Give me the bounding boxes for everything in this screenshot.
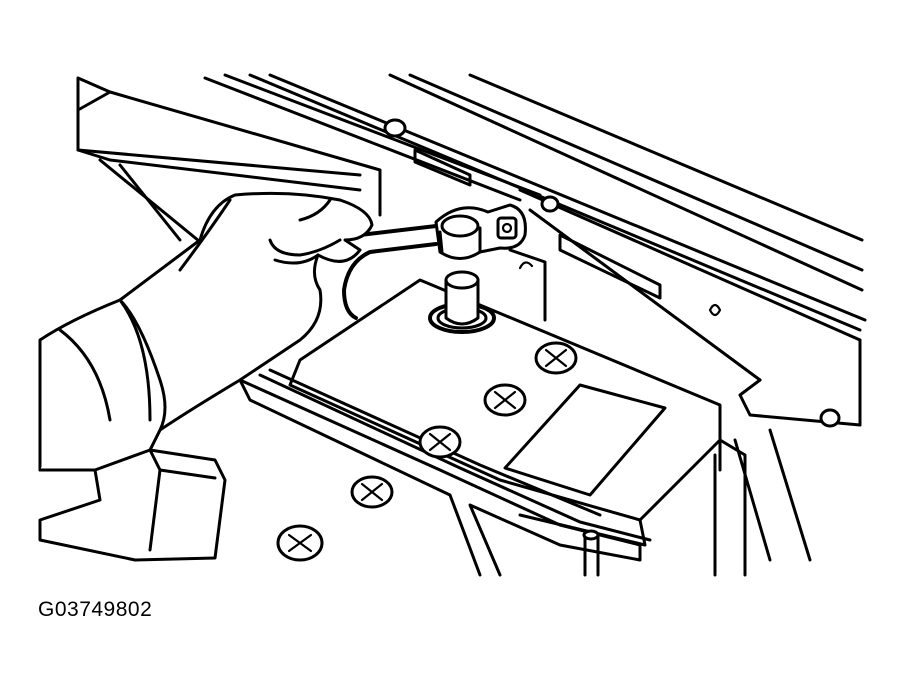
vent-cap [418, 425, 462, 459]
cowl-panel [76, 73, 867, 428]
battery [238, 278, 722, 577]
vent-cap [350, 475, 394, 509]
terminal-post [428, 270, 496, 334]
side-brackets [508, 248, 812, 577]
tray-block [38, 448, 227, 562]
vent-cap [276, 524, 324, 562]
figure-code: G03749802 [38, 598, 153, 621]
hand [38, 191, 374, 472]
vent-cap [534, 341, 578, 375]
cable-clamp [342, 203, 527, 320]
vent-cap [483, 383, 527, 417]
